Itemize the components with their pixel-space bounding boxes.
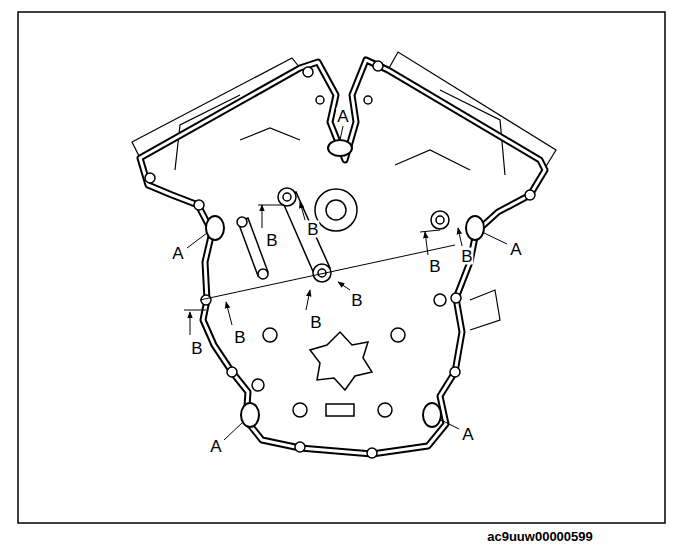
callout-letter: B [460, 248, 473, 265]
callout-letter: A [336, 108, 349, 125]
sealant-points [206, 140, 484, 427]
callout-letter: B [265, 232, 278, 249]
callout-letter: B [428, 258, 441, 275]
sealant-bead [140, 60, 545, 454]
cover-features [237, 188, 449, 417]
callout-letter: B [190, 340, 203, 357]
callout-letter: B [309, 314, 322, 331]
callout-letter: A [171, 245, 184, 262]
figure-code: ac9uuw00000599 [486, 530, 594, 543]
callout-letter: A [461, 426, 474, 443]
bolt-holes [145, 61, 535, 458]
leader-lines [187, 126, 507, 440]
frame [18, 12, 665, 523]
callout-letter: B [233, 329, 246, 346]
engine-block [132, 52, 556, 330]
sealant-bead-inner [140, 60, 545, 454]
callout-letter: A [509, 241, 522, 258]
callout-letter: A [209, 438, 222, 455]
callout-letter: B [350, 292, 363, 309]
callout-letter: B [306, 221, 319, 238]
dimension-arrows [184, 202, 462, 335]
